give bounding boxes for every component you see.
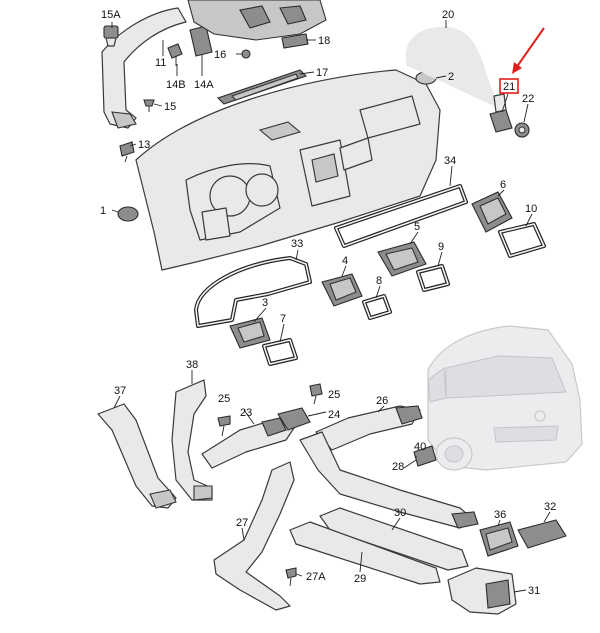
grommet-22	[514, 122, 530, 138]
callout-26: 26	[376, 395, 388, 407]
vent-grille-1	[117, 206, 139, 222]
trim-frame-34	[334, 184, 468, 248]
gasket-7	[262, 338, 298, 366]
trim-frame-33	[194, 256, 312, 328]
callout-16: 16	[214, 49, 226, 61]
callout-24: 24	[328, 409, 340, 421]
side-duct-11	[101, 7, 187, 129]
callout-labels: 15A 11 14B 14A 16 18 17 15 13 20 2 21 22…	[100, 9, 556, 597]
highlight-box-21	[499, 78, 519, 94]
callout-8: 8	[376, 275, 382, 287]
callout-28: 28	[392, 461, 404, 473]
vehicle-silhouette	[427, 325, 583, 471]
callout-27: 27	[236, 517, 248, 529]
callout-31: 31	[528, 585, 540, 597]
callout-14b: 14B	[166, 79, 186, 91]
screw-27a	[285, 567, 297, 587]
duct-23	[201, 417, 295, 469]
duct-31	[447, 567, 517, 615]
screw-16	[241, 49, 251, 59]
callout-11: 11	[155, 57, 166, 69]
callout-14a: 14A	[194, 79, 214, 91]
floor-duct-27	[213, 461, 295, 611]
duct-36	[479, 521, 519, 557]
duct-26	[315, 405, 423, 451]
callout-9: 9	[438, 241, 444, 253]
callout-40: 40	[414, 441, 426, 453]
callout-5: 5	[414, 221, 420, 233]
hose-20	[405, 26, 500, 109]
floor-duct-29	[289, 521, 441, 585]
callout-32: 32	[544, 501, 556, 513]
callout-25a: 25	[218, 393, 230, 405]
callout-17: 17	[316, 67, 328, 79]
clip-15a	[103, 25, 119, 47]
clip-18	[281, 33, 309, 49]
callout-21: 21	[503, 81, 515, 93]
callout-20: 20	[442, 9, 454, 21]
screw-14b	[167, 43, 183, 66]
gasket-8	[362, 294, 392, 320]
duct-32	[517, 519, 567, 549]
gasket-9	[416, 264, 450, 292]
callout-10: 10	[525, 203, 537, 215]
vent-6	[471, 191, 513, 233]
callout-27a: 27A	[306, 571, 326, 583]
callout-25b: 25	[328, 389, 340, 401]
callout-13: 13	[138, 139, 150, 151]
grille-40	[413, 445, 437, 467]
sensor-21	[489, 93, 513, 133]
highlight-arrow	[512, 27, 545, 74]
upper-vent-assembly	[187, 0, 327, 41]
callout-15a: 15A	[101, 9, 121, 21]
callout-30: 30	[394, 507, 406, 519]
callout-22: 22	[522, 93, 534, 105]
callout-3: 3	[262, 297, 268, 309]
callout-23: 23	[240, 407, 252, 419]
screw-15	[143, 99, 155, 112]
screw-25a	[217, 415, 231, 437]
vent-4	[321, 273, 363, 307]
callout-36: 36	[494, 509, 506, 521]
screw-25b	[309, 383, 323, 405]
callout-34: 34	[444, 155, 456, 167]
floor-duct-28	[299, 431, 479, 529]
duct-37	[97, 403, 177, 509]
callout-2: 2	[448, 71, 454, 83]
duct-38	[171, 379, 213, 501]
callout-18: 18	[318, 35, 330, 47]
callout-37: 37	[114, 385, 126, 397]
callout-1: 1	[100, 205, 106, 217]
callout-4: 4	[342, 255, 348, 267]
callout-29: 29	[354, 573, 366, 585]
dashboard-panel	[135, 69, 441, 271]
vent-3	[229, 317, 271, 349]
callout-6: 6	[500, 179, 506, 191]
callout-38: 38	[186, 359, 198, 371]
gasket-10	[498, 222, 546, 258]
callout-15: 15	[164, 101, 176, 113]
bracket-14a	[189, 25, 213, 57]
callout-33: 33	[291, 238, 303, 250]
vent-5	[377, 241, 427, 277]
adapter-24	[277, 407, 311, 431]
callout-7: 7	[280, 313, 286, 325]
leader-lines	[111, 20, 551, 593]
trim-strip-17	[216, 69, 308, 105]
